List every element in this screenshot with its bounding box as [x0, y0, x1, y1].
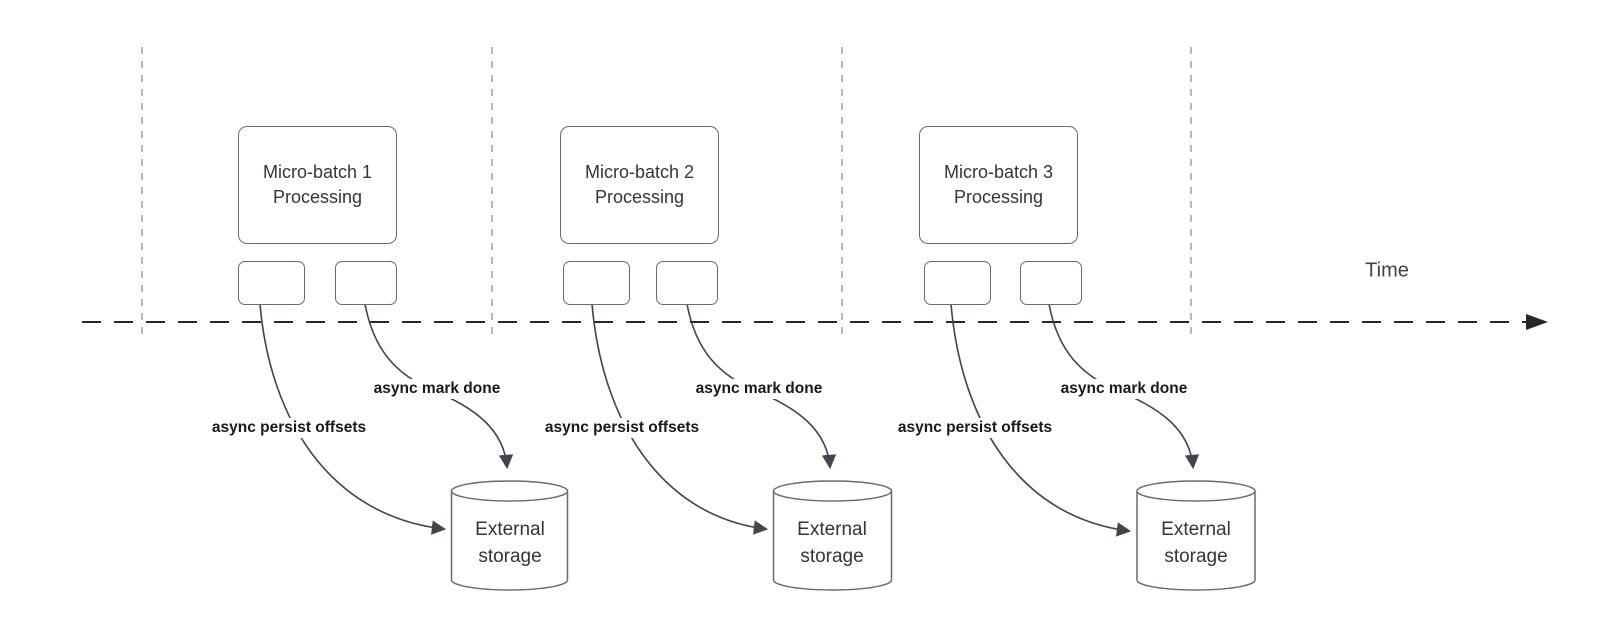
external-storage-cylinder-3	[1136, 480, 1256, 591]
persist-offsets-source-box-2	[563, 261, 630, 305]
micro-batch-3-processing-box: Micro-batch 3 Processing	[919, 126, 1078, 244]
persist-offsets-source-box-1	[238, 261, 305, 305]
time-axis-arrowhead-icon	[1526, 314, 1548, 330]
mark-done-source-box-2	[656, 261, 718, 305]
mark-done-label-3: async mark done	[1057, 379, 1191, 399]
external-storage-cylinder-2	[772, 480, 893, 591]
external-storage-cylinder-1	[450, 480, 569, 591]
time-label: Time	[1365, 259, 1409, 282]
micro-batch-1-processing-box: Micro-batch 1 Processing	[238, 126, 397, 244]
micro-batch-2-processing-box: Micro-batch 2 Processing	[560, 126, 719, 244]
persist-offsets-source-box-3	[924, 261, 991, 305]
persist-offsets-label-3: async persist offsets	[894, 418, 1056, 438]
external-storage-label-1: External storage	[475, 519, 545, 567]
persist-offsets-arrow-3	[950, 303, 1132, 537]
persist-offsets-arrow-1	[259, 303, 447, 535]
persist-offsets-arrow-2	[591, 303, 769, 535]
mark-done-label-2: async mark done	[692, 379, 826, 399]
external-storage-label-3: External storage	[1161, 519, 1231, 567]
mark-done-source-box-1	[335, 261, 397, 305]
mark-done-source-box-3	[1020, 261, 1082, 305]
external-storage-label-2: External storage	[797, 519, 867, 567]
mark-done-label-1: async mark done	[370, 379, 504, 399]
persist-offsets-label-2: async persist offsets	[541, 418, 703, 438]
persist-offsets-label-1: async persist offsets	[208, 418, 370, 438]
